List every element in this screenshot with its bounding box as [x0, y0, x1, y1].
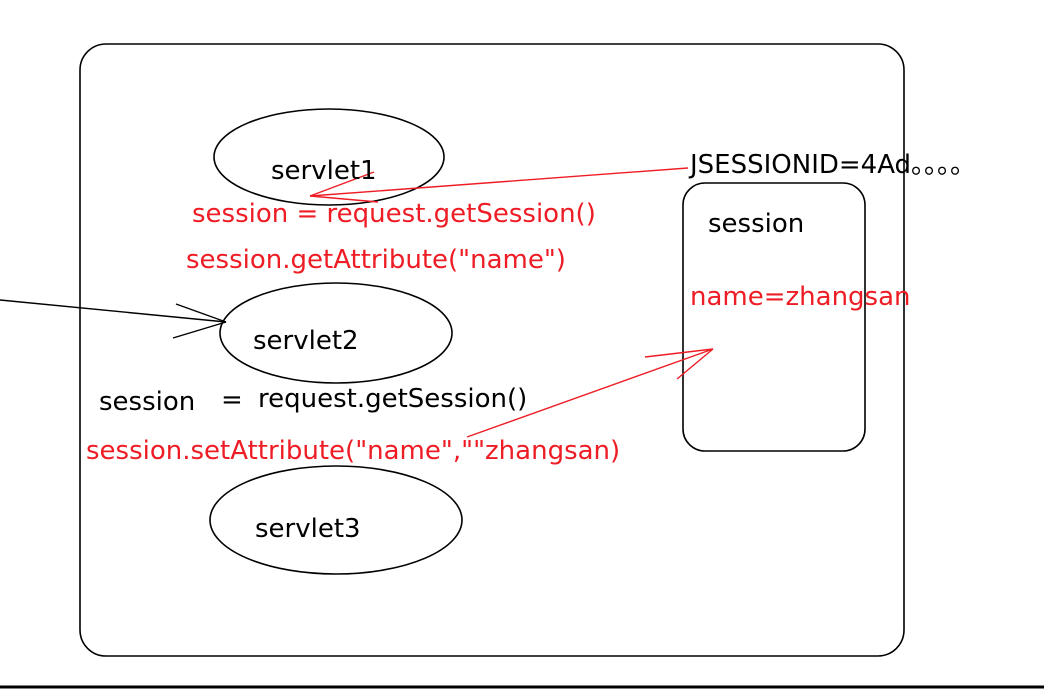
servlet1-get-session-code: session = request.getSession(): [192, 199, 596, 229]
servlet3-label: servlet3: [255, 514, 361, 544]
request-arrow: [0, 299, 227, 339]
session-store-box: [682, 182, 866, 452]
servlet1-ellipse: [213, 108, 445, 206]
servlet3-ellipse: [209, 465, 463, 575]
servlet1-label: servlet1: [271, 156, 377, 186]
servlet1-get-attribute-code: session.getAttribute("name"): [186, 245, 566, 275]
set-attribute-arrow: [466, 348, 714, 438]
servlet2-set-attribute-code: session.setAttribute("name",""zhangsan): [86, 436, 621, 466]
servlet2-ellipse: [219, 282, 453, 384]
session-name-value: name=zhangsan: [690, 282, 911, 312]
server-container-box: [79, 43, 905, 657]
jsessionid-label: JSESSIONID=4Ad。。。。: [690, 150, 977, 180]
servlet2-label: servlet2: [253, 326, 359, 356]
servlet2-equals-sign: =: [221, 385, 243, 415]
jsessionid-arrow: [309, 167, 689, 203]
session-box-label: session: [708, 209, 805, 239]
servlet2-request-get-session: request.getSession(): [258, 384, 528, 414]
servlet2-session-variable: session: [99, 387, 196, 417]
